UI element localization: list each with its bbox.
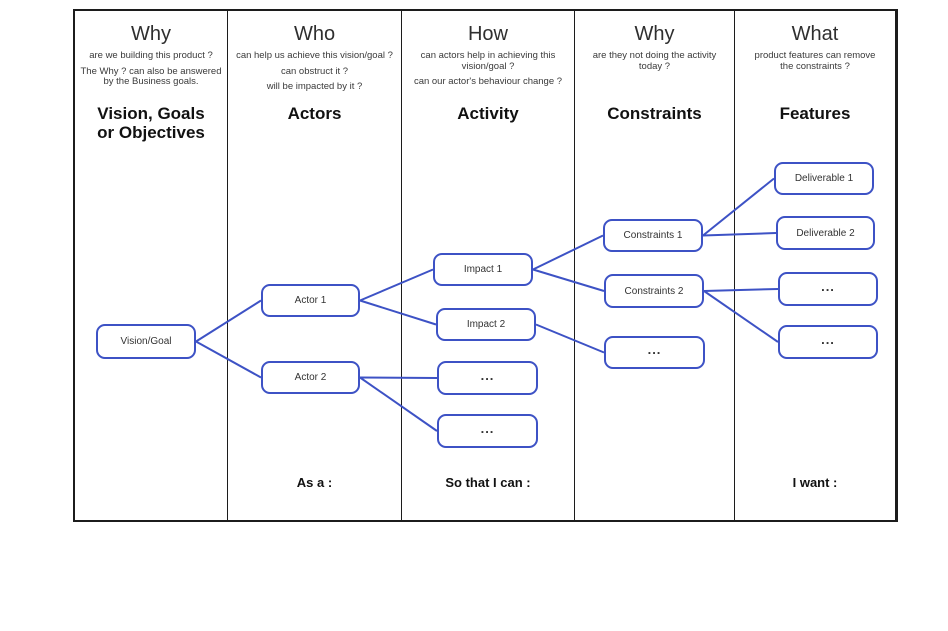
node-constraints-2: Constraints 2 [604,274,704,308]
column-why-goals: Why are we building this product ? The W… [75,11,228,520]
node-constraints-more: ... [604,336,705,369]
node-label: Constraints 1 [623,230,683,241]
column-header: Who [293,23,336,45]
column-descriptions: product features can remove the constrai… [735,50,895,72]
column-who-actors: Who can help us achieve this vision/goal… [228,11,402,520]
node-actor-1: Actor 1 [261,284,360,317]
node-label: Actor 1 [294,295,327,306]
description-line: can our actor's behaviour change ? [413,76,563,88]
node-deliverable-2: Deliverable 2 [776,216,875,250]
node-impact-1: Impact 1 [433,253,533,286]
column-footer: As a : [296,475,333,490]
node-label: ... [647,342,662,357]
column-what-features: What product features can remove the con… [735,11,896,520]
column-header: Why [634,23,675,45]
description-line: The Why ? can also be answered by the Bu… [80,65,222,88]
node-activity-more-2: ... [437,414,538,448]
node-label: Actor 2 [294,372,327,383]
node-label: ... [821,278,835,294]
column-how-activity: How can actors help in achieving this vi… [402,11,575,520]
description-line: are they not doing the activity today ? [592,50,717,72]
node-label: Impact 2 [466,319,506,330]
column-descriptions: can actors help in achieving this vision… [402,50,574,88]
column-header: How [467,23,508,45]
node-label: Impact 1 [463,264,503,275]
column-title: Vision, Goals or Objectives [97,104,205,143]
node-layer: Vision/Goal Actor 1 Actor 2 Impact 1 Impact … [75,11,896,520]
column-title: Constraints [607,104,702,123]
column-descriptions: are we building this product ? The Why ?… [75,50,227,88]
node-label: ... [480,367,495,383]
node-vision-goal: Vision/Goal [96,324,196,359]
node-actor-2: Actor 2 [261,361,360,394]
column-header: Why [131,23,171,45]
column-title: Features [779,104,851,123]
node-label: Deliverable 1 [794,173,854,184]
node-label: ... [821,331,835,347]
column-title: Actors [287,104,342,123]
column-footer: I want : [792,475,838,490]
node-features-more-1: ... [778,272,878,306]
description-line: are we building this product ? [89,50,213,61]
column-title: Activity [457,104,519,123]
description-line: product features can remove the constrai… [754,50,876,72]
node-label: Vision/Goal [120,336,172,347]
description-line: will be impacted by it ? [266,81,363,93]
description-line: can obstruct it ? [280,65,349,77]
column-header: What [791,23,839,45]
column-why-constraints: Why are they not doing the activity toda… [575,11,735,520]
node-deliverable-1: Deliverable 1 [774,162,874,195]
node-label: ... [480,420,495,436]
node-constraints-1: Constraints 1 [603,219,703,252]
node-features-more-2: ... [778,325,878,359]
column-descriptions: are they not doing the activity today ? [575,50,734,72]
column-footer: So that I can : [445,475,531,490]
column-descriptions: can help us achieve this vision/goal ? c… [228,50,401,93]
impact-map-board: Why are we building this product ? The W… [73,9,898,522]
node-label: Constraints 2 [624,285,684,297]
node-activity-more-1: ... [437,361,538,395]
node-impact-2: Impact 2 [436,308,536,341]
node-label: Deliverable 2 [796,227,855,239]
description-line: can help us achieve this vision/goal ? [236,50,393,61]
description-line: can actors help in achieving this vision… [420,50,556,72]
